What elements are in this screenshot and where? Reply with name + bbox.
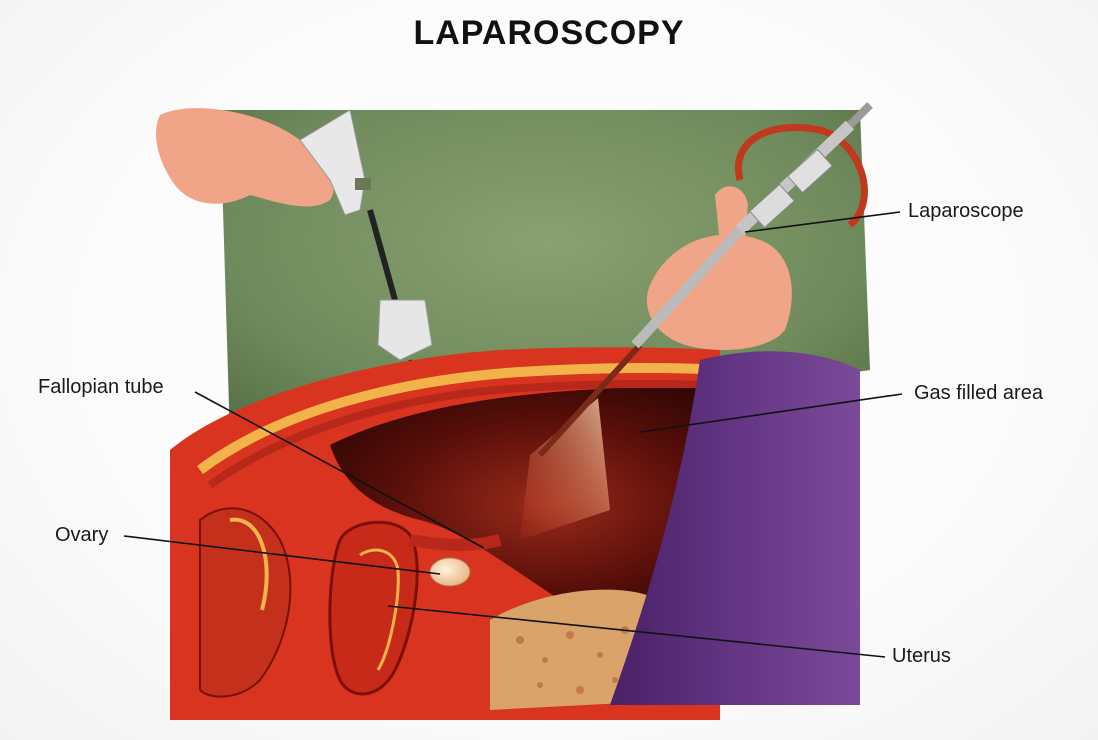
surgical-drape [610,351,860,705]
pelvic-organs [199,507,292,698]
label-fallopian-tube: Fallopian tube [38,376,164,398]
uterus [328,520,419,696]
leader-uterus [387,605,886,658]
laparoscope-shaft [537,342,643,458]
gas-filled-cavity [330,388,720,600]
label-gas-filled-area: Gas filled area [914,382,1043,404]
leader-ovary [123,535,441,575]
laparoscope-body [631,102,873,349]
leader-laparoscope [744,211,901,233]
leader-gas-filled-area [639,393,903,433]
leader-fallopian-tube [194,391,485,549]
label-uterus: Uterus [892,645,951,667]
label-ovary: Ovary [55,524,109,546]
insufflation-tubing [735,123,868,228]
left-hand [155,108,334,207]
right-hand [646,234,792,350]
ovary [429,557,471,587]
diagram-title: LAPAROSCOPY [413,14,685,52]
label-laparoscope: Laparoscope [908,200,1024,222]
laparoscope-light [520,398,610,540]
fallopian-tube [409,534,502,551]
